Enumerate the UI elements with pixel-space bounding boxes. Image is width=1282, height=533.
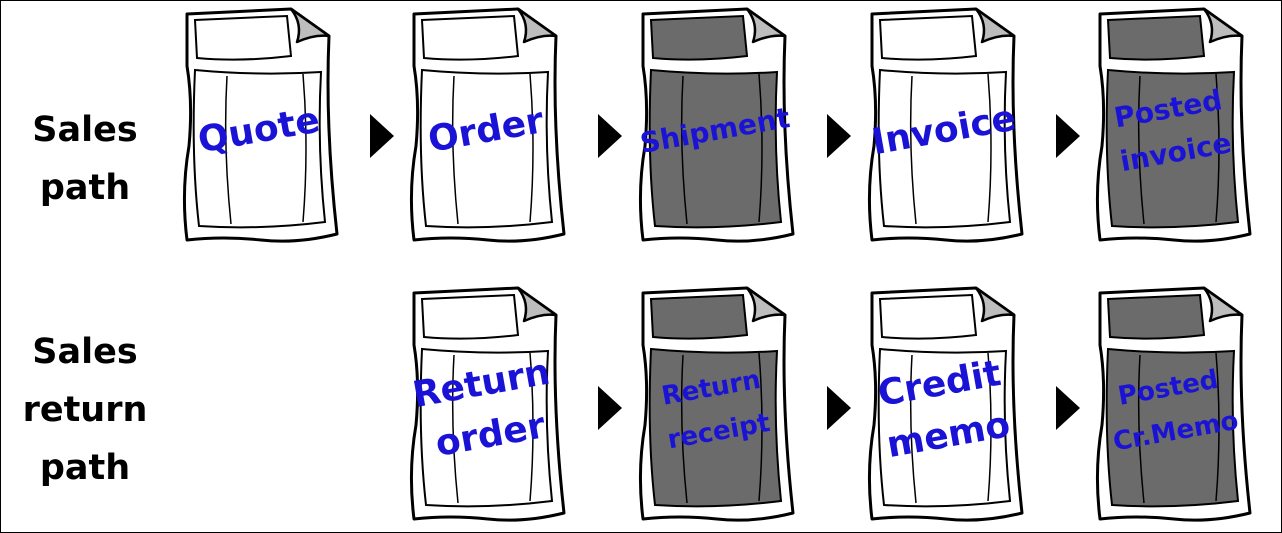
document-folded-corner [516,286,558,323]
document-folded-corner [745,7,787,44]
document-label-line: Quote [194,99,323,162]
arrow-head [598,114,622,158]
document-posted-credit-memo: Posted Cr.Memo [1092,285,1262,525]
arrow-head [370,114,394,158]
arrow-icon [1056,114,1080,158]
arrow-head [598,386,622,430]
flow-arrow [1056,114,1080,158]
document-column-line [302,73,307,223]
document-column-line [451,75,459,225]
document-column-line [758,73,763,223]
document-shape [638,7,795,243]
document-return-order: Return order [406,285,576,525]
document-shape [1095,7,1252,243]
flow-arrow [370,114,394,158]
arrow-head [1056,386,1080,430]
document-label: Return order [397,313,574,506]
row-label-line: path [39,448,131,488]
sales-return-path-label: Sales return path [5,323,165,497]
arrow-head [1056,114,1080,158]
document-shape [409,286,566,522]
document-folded-corner [289,7,331,44]
document-column-line [680,354,688,504]
document-return-receipt: Return receipt [635,285,805,525]
document-label: Posted Cr.Memo [1083,313,1260,506]
row-label-line: Sales [32,110,138,150]
document-column-line [1215,352,1220,502]
document-header [420,14,520,61]
document-shape [867,286,1024,522]
document-folded-corner [974,286,1016,323]
document-column-line [451,354,459,504]
document-shape [638,286,795,522]
document-label-line: Order [425,100,547,161]
document-shape [1095,286,1252,522]
document-invoice: Invoice [864,6,1034,246]
document-column-line [1137,75,1145,225]
document-column-line [224,75,232,225]
document-label-line: Shipment [637,101,793,160]
document-label: Return receipt [626,313,803,506]
sales-path-label: Sales path [5,101,165,217]
document-column-line [529,73,534,223]
arrow-icon [827,114,851,158]
row-label-line: Sales [32,332,138,372]
document-column-line [987,352,992,502]
document-column-line [909,75,917,225]
document-folded-corner [745,286,787,323]
document-label: Order [397,34,574,227]
document-folded-corner [1202,7,1244,44]
arrow-icon [598,386,622,430]
document-label: Quote [170,34,347,227]
document-header [420,293,520,340]
row-label-line: return [22,390,148,430]
document-quote: Quote [179,6,349,246]
document-header [878,14,978,61]
document-label: Shipment [626,34,803,227]
document-shape [182,7,339,243]
document-label: Posted invoice [1083,34,1260,227]
arrow-icon [1056,386,1080,430]
document-header [649,14,749,61]
document-column-line [529,352,534,502]
flow-arrow [598,386,622,430]
document-credit-memo: Credit memo [864,285,1034,525]
document-folded-corner [974,7,1016,44]
document-posted-invoice: Posted invoice [1092,6,1262,246]
document-label: Credit memo [855,313,1032,506]
flow-arrow [827,114,851,158]
flow-arrow [598,114,622,158]
document-header [649,293,749,340]
document-folded-corner [516,7,558,44]
arrow-icon [598,114,622,158]
document-shape [409,7,566,243]
document-column-line [909,354,917,504]
document-header [1106,14,1206,61]
row-label-line: path [39,168,131,208]
document-column-line [1137,354,1145,504]
document-folded-corner [1202,286,1244,323]
document-column-line [987,73,992,223]
document-order: Order [406,6,576,246]
document-header [878,293,978,340]
document-header [1106,293,1206,340]
document-label-line: Invoice [868,97,1020,164]
arrow-icon [370,114,394,158]
document-column-line [758,352,763,502]
document-shipment: Shipment [635,6,805,246]
arrow-head [827,114,851,158]
arrow-icon [827,386,851,430]
flow-arrow [1056,386,1080,430]
flow-arrow [827,386,851,430]
document-column-line [1215,73,1220,223]
document-header [193,14,293,61]
arrow-head [827,386,851,430]
document-shape [867,7,1024,243]
document-label: Invoice [855,34,1032,227]
document-column-line [680,75,688,225]
